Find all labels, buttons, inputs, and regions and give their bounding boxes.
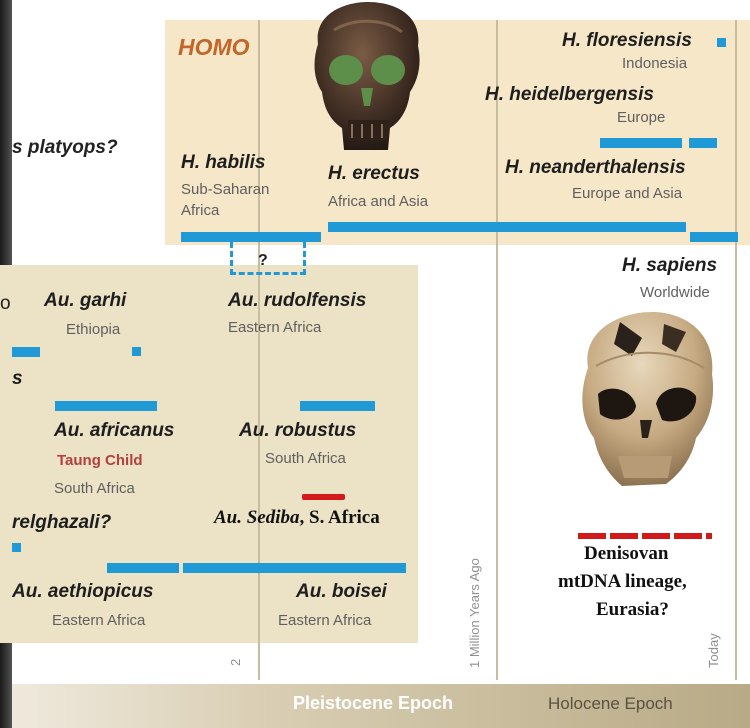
garhi-range-bar xyxy=(132,347,141,356)
sapiens-name: H. sapiens xyxy=(622,255,717,277)
sediba-name: Au. Sediba xyxy=(214,507,300,528)
boisei-region: Eastern Africa xyxy=(278,612,371,629)
africanus-name: Au. africanus xyxy=(54,420,174,442)
boisei-name: Au. boisei xyxy=(296,581,387,603)
pleistocene-epoch-label: Pleistocene Epoch xyxy=(293,693,453,714)
left-edge-fragment: o xyxy=(0,293,11,315)
homo-group-title: HOMO xyxy=(178,34,250,61)
floresiensis-name: H. floresiensis xyxy=(562,30,692,52)
rudolfensis-uncertain-mark: ? xyxy=(258,252,268,270)
holocene-epoch-label: Holocene Epoch xyxy=(548,694,673,714)
afarensis-range-bar xyxy=(12,347,40,357)
denisovan-line1: Denisovan xyxy=(584,543,668,565)
erectus-name: H. erectus xyxy=(328,163,420,185)
sediba-label: Au. Sediba, S. Africa xyxy=(214,507,380,529)
africanus-range-bar xyxy=(55,401,157,411)
habilis-region-line2: Africa xyxy=(181,202,219,219)
heidelbergensis-range-bar-2 xyxy=(689,138,717,148)
floresiensis-region: Indonesia xyxy=(622,55,687,72)
one-million-years-label: 1 Million Years Ago xyxy=(467,558,482,668)
erectus-range-bar xyxy=(328,222,686,232)
garhi-name: Au. garhi xyxy=(44,290,126,312)
floresiensis-range-bar xyxy=(717,38,726,47)
africanus-region: South Africa xyxy=(54,480,135,497)
neanderthalensis-name: H. neanderthalensis xyxy=(505,157,686,179)
rudolfensis-uncertain-bracket xyxy=(230,242,306,275)
homo-erectus-skull-photo xyxy=(304,0,430,158)
afarensis-name-fragment: s xyxy=(12,368,23,390)
robustus-range-bar xyxy=(300,401,375,411)
habilis-name: H. habilis xyxy=(181,152,265,174)
denisovan-range-bar xyxy=(578,526,712,532)
today-label: Today xyxy=(706,633,721,668)
heidelbergensis-name: H. heidelbergensis xyxy=(485,84,654,106)
neanderthalensis-region: Europe and Asia xyxy=(572,185,682,202)
two-million-years-line xyxy=(258,20,260,680)
rudolfensis-region: Eastern Africa xyxy=(228,319,321,336)
neanderthalensis-range-bar xyxy=(690,232,738,242)
aethiopicus-range-bar xyxy=(107,563,179,573)
sediba-region: , S. Africa xyxy=(300,507,380,528)
one-million-years-line xyxy=(496,20,498,680)
homo-sapiens-skull-photo xyxy=(568,308,724,498)
heidelbergensis-region: Europe xyxy=(617,109,665,126)
africanus-specimen: Taung Child xyxy=(57,452,143,469)
garhi-region: Ethiopia xyxy=(66,321,120,338)
habilis-region-line1: Sub-Saharan xyxy=(181,181,269,198)
rudolfensis-name: Au. rudolfensis xyxy=(228,290,366,312)
bahrelghazali-name-fragment: relghazali? xyxy=(12,512,111,534)
habilis-range-bar xyxy=(181,232,321,242)
boisei-range-bar xyxy=(183,563,406,573)
robustus-region: South Africa xyxy=(265,450,346,467)
robustus-name: Au. robustus xyxy=(239,420,356,442)
erectus-region: Africa and Asia xyxy=(328,193,428,210)
aethiopicus-region: Eastern Africa xyxy=(52,612,145,629)
heidelbergensis-range-bar xyxy=(600,138,682,148)
denisovan-line2: mtDNA lineage, xyxy=(558,571,687,593)
denisovan-line3: Eurasia? xyxy=(596,599,669,621)
sapiens-region: Worldwide xyxy=(640,284,710,301)
sediba-range-bar xyxy=(302,494,345,500)
platyops-name: s platyops? xyxy=(12,137,118,159)
homo-genus-panel xyxy=(165,20,750,245)
bahrelghazali-range-bar xyxy=(12,543,21,552)
today-line xyxy=(735,20,737,680)
two-million-years-label: 2 xyxy=(228,659,243,666)
aethiopicus-name: Au. aethiopicus xyxy=(12,581,153,603)
